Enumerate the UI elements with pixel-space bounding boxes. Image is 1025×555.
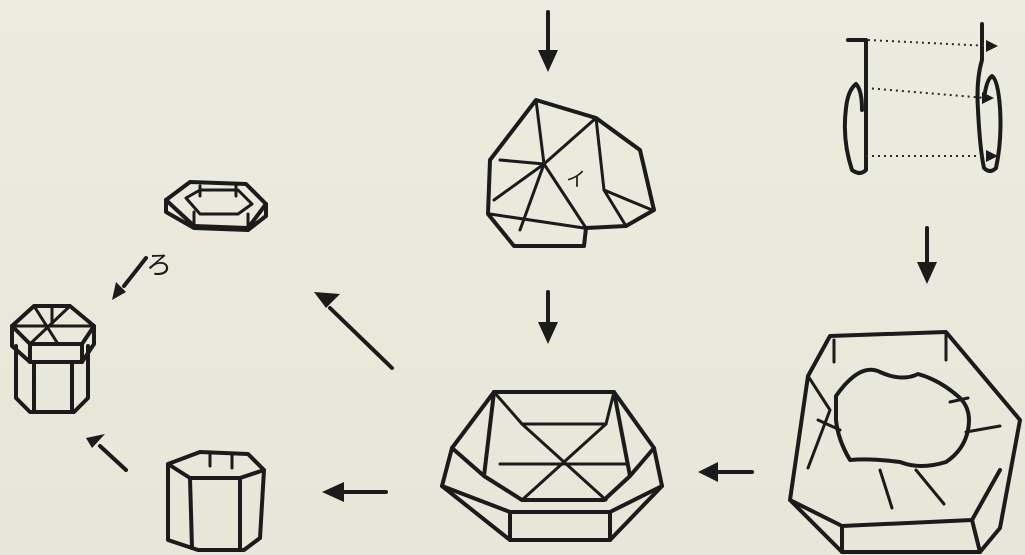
finished-hex-box (12, 306, 94, 412)
step-label-fold: イ (566, 167, 586, 191)
arrow-prism-to-box (86, 434, 126, 470)
hex-ring-lid (166, 182, 266, 230)
arrow-center-down (538, 292, 558, 344)
hex-tray (442, 392, 662, 540)
arrow-right-down (917, 228, 937, 284)
step-label-lid: ろ (146, 251, 172, 281)
arrow-center-to-left (322, 482, 386, 502)
arrow-top-down (538, 12, 558, 72)
hex-prism (168, 452, 264, 550)
arrow-right-to-center (698, 462, 752, 482)
arrow-lid-to-box (112, 258, 146, 300)
hex-box-with-liner (790, 332, 1020, 552)
arrow-center-up-left (314, 292, 392, 368)
paper-strip-curl (845, 24, 1001, 173)
folded-sheet: イ (488, 100, 654, 246)
